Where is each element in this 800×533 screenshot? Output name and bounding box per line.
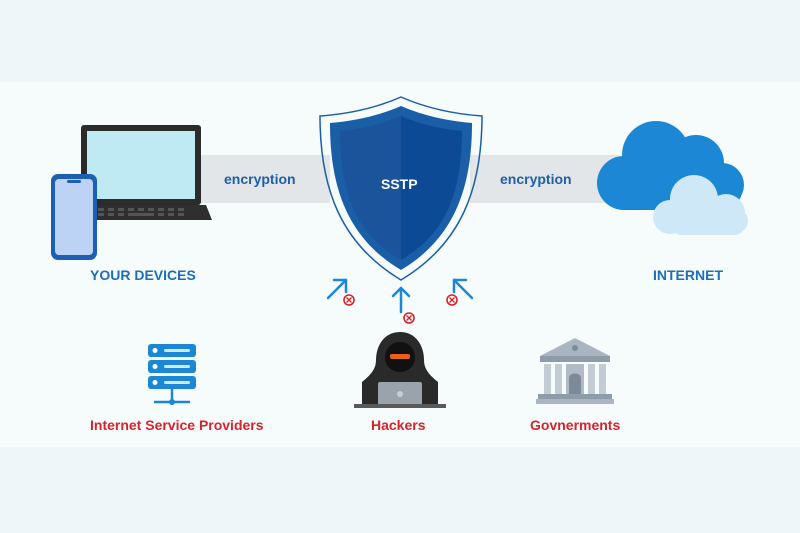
hacker-icon <box>354 332 446 408</box>
encryption-tunnel-right <box>470 155 620 203</box>
internet-label: INTERNET <box>653 267 723 283</box>
shield-icon <box>319 96 483 281</box>
threat-label-isp: Internet Service Providers <box>90 417 264 433</box>
devices-label: YOUR DEVICES <box>90 267 196 283</box>
government-building-icon <box>536 338 614 404</box>
blocked-arrow-icon <box>446 278 474 306</box>
shield-label: SSTP <box>381 176 418 192</box>
encryption-tunnel-left <box>200 155 330 203</box>
encryption-label-left: encryption <box>224 171 296 187</box>
cloud-icon <box>597 121 748 235</box>
server-icon <box>148 344 196 405</box>
laptop-phone-icon <box>51 125 212 260</box>
blocked-arrow-icon <box>391 286 415 324</box>
encryption-label-right: encryption <box>500 171 572 187</box>
threat-label-governments: Govnerments <box>530 417 621 433</box>
blocked-arrow-icon <box>326 278 355 306</box>
threat-label-hackers: Hackers <box>371 417 426 433</box>
